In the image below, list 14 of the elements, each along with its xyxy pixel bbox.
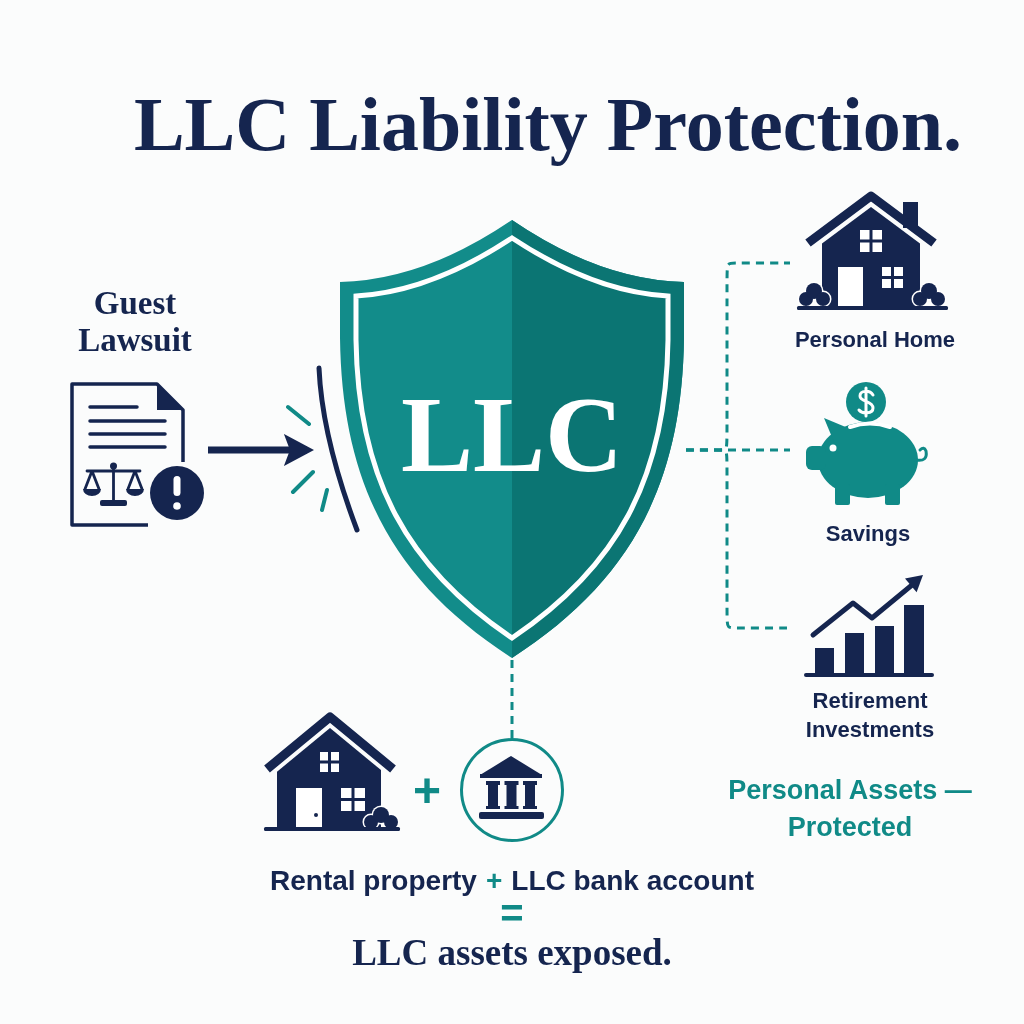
node-label: Savings <box>825 520 911 548</box>
status-text: Personal Assets — Protected <box>727 774 973 844</box>
shield-label: LLC <box>400 381 624 489</box>
plus-sign: + <box>413 767 441 815</box>
dashed-connector <box>686 448 790 630</box>
node-label: Personal Home <box>794 326 956 354</box>
plus-sign: + <box>485 864 503 898</box>
equals-sign: = <box>500 898 524 929</box>
caption-text: Rental property <box>270 864 477 898</box>
dashed-connector <box>510 660 514 738</box>
node-label: Retirement Investments <box>804 687 936 744</box>
node-label: Guest Lawsuit <box>77 285 193 359</box>
conclusion-text: LLC assets exposed. <box>352 932 672 974</box>
caption-text: LLC bank account <box>511 864 754 898</box>
